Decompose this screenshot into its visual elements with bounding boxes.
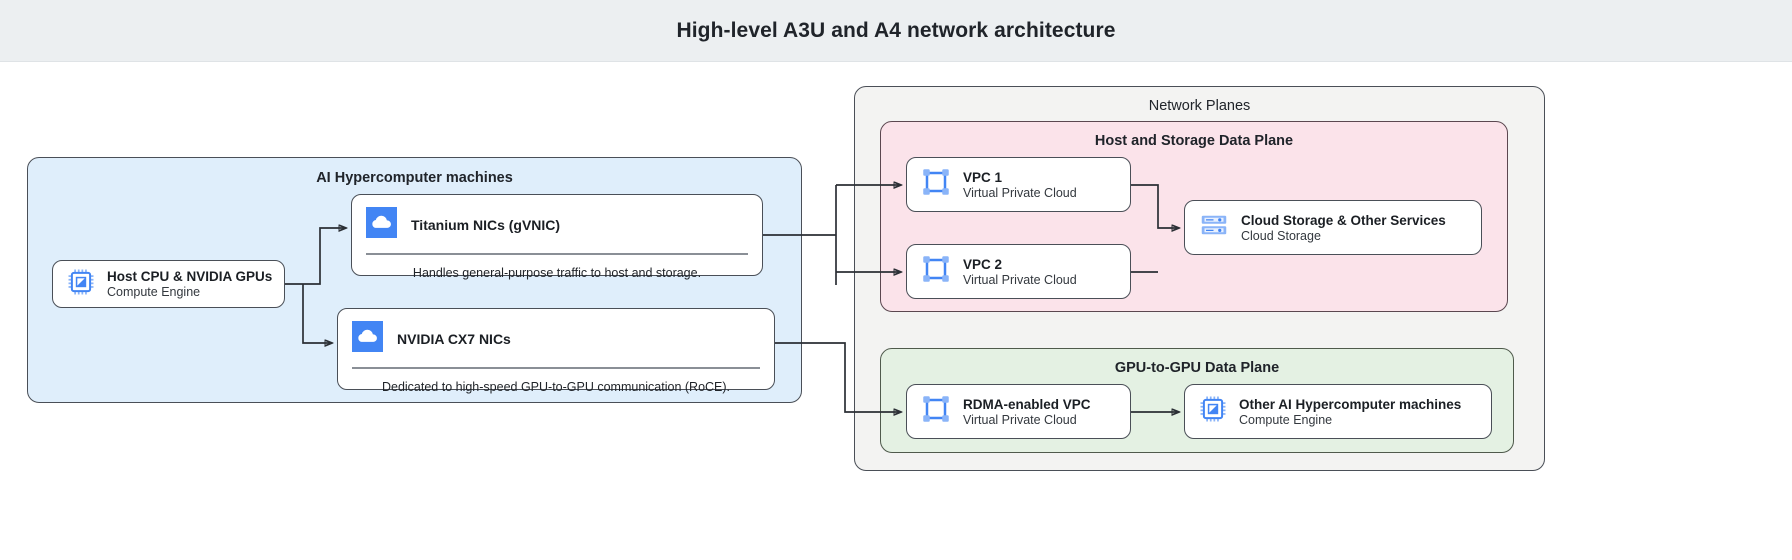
vpc-icon bbox=[921, 254, 951, 289]
wire-vpc1-to-storage bbox=[1131, 184, 1179, 228]
node-cloud-storage[interactable]: Cloud Storage & Other Services Cloud Sto… bbox=[1184, 200, 1482, 255]
node-title: VPC 1 bbox=[963, 169, 1003, 185]
node-subtitle: Virtual Private Cloud bbox=[963, 272, 1077, 287]
node-subtitle: Cloud Storage bbox=[1241, 228, 1321, 243]
node-subtitle: Compute Engine bbox=[1239, 412, 1333, 427]
group-title-ai-machines: AI Hypercomputer machines bbox=[316, 170, 513, 186]
page-title: High-level A3U and A4 network architectu… bbox=[676, 18, 1116, 42]
vpc-icon bbox=[921, 167, 951, 202]
node-subtitle: Virtual Private Cloud bbox=[963, 412, 1077, 427]
vpc-icon bbox=[921, 394, 951, 429]
storage-icon bbox=[1199, 210, 1229, 245]
node-vpc-2[interactable]: VPC 2 Virtual Private Cloud bbox=[906, 244, 1131, 299]
node-vpc-1[interactable]: VPC 1 Virtual Private Cloud bbox=[906, 157, 1131, 212]
divider bbox=[366, 253, 748, 255]
node-subtitle: Compute Engine bbox=[107, 285, 201, 299]
node-title: Cloud Storage & Other Services bbox=[1241, 212, 1446, 228]
node-title: Titanium NICs (gVNIC) bbox=[411, 217, 561, 233]
node-host-cpu-gpus[interactable]: Host CPU & NVIDIA GPUs Compute Engine bbox=[52, 260, 285, 308]
node-nvidia-cx7-nics[interactable]: NVIDIA CX7 NICs Dedicated to high-speed … bbox=[337, 308, 775, 394]
node-title: Other AI Hypercomputer machines bbox=[1239, 396, 1462, 412]
node-subtitle: Virtual Private Cloud bbox=[963, 185, 1077, 200]
node-titanium-nics[interactable]: Titanium NICs (gVNIC) Handles general-pu… bbox=[351, 194, 763, 280]
node-title: VPC 2 bbox=[963, 256, 1003, 272]
wire-host-to-titanium bbox=[285, 228, 346, 285]
node-title: NVIDIA CX7 NICs bbox=[397, 331, 511, 347]
node-caption: Handles general-purpose traffic to host … bbox=[412, 265, 702, 280]
chip-icon bbox=[67, 268, 95, 301]
divider bbox=[352, 367, 760, 369]
group-title-network-planes: Network Planes bbox=[1148, 98, 1251, 114]
cloud-icon bbox=[352, 321, 383, 357]
group-title-gpu-plane: GPU-to-GPU Data Plane bbox=[1114, 360, 1280, 376]
wire-cx7-to-rdma bbox=[775, 342, 901, 412]
wire-host-to-cx7 bbox=[302, 284, 332, 343]
node-other-ai-hypercomputer-machines[interactable]: Other AI Hypercomputer machines Compute … bbox=[1184, 384, 1492, 439]
cloud-icon bbox=[366, 207, 397, 243]
node-title: RDMA-enabled VPC bbox=[963, 396, 1091, 412]
chip-icon bbox=[1199, 395, 1227, 428]
node-caption: Dedicated to high-speed GPU-to-GPU commu… bbox=[381, 379, 731, 394]
group-title-host-storage-plane: Host and Storage Data Plane bbox=[1094, 133, 1294, 149]
diagram-header: High-level A3U and A4 network architectu… bbox=[0, 0, 1792, 62]
node-rdma-enabled-vpc[interactable]: RDMA-enabled VPC Virtual Private Cloud bbox=[906, 384, 1131, 439]
node-title: Host CPU & NVIDIA GPUs bbox=[107, 269, 273, 284]
